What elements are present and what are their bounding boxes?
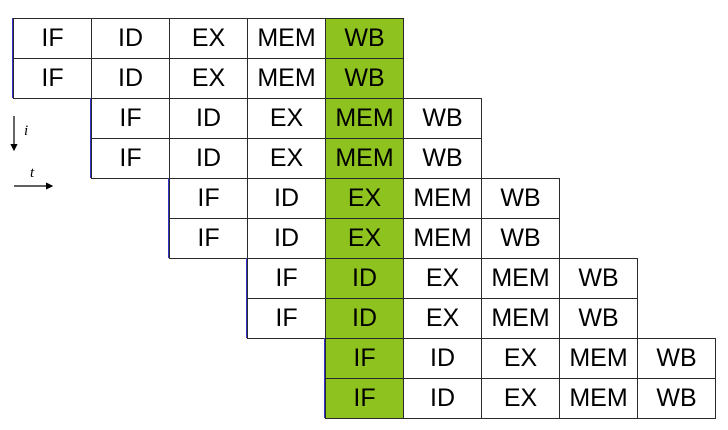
stage-cell-mem: MEM: [403, 178, 482, 219]
stage-cell-id: ID: [91, 58, 170, 99]
stage-cell-wb: WB: [559, 298, 638, 339]
stage-cell-mem: MEM: [559, 378, 638, 419]
stage-cell-mem: MEM: [247, 58, 326, 99]
stage-cell-wb: WB: [325, 58, 404, 99]
stage-cell-mem: MEM: [481, 298, 560, 339]
stage-cell-if: IF: [13, 18, 92, 59]
stage-cell-mem: MEM: [247, 18, 326, 59]
stage-cell-ex: EX: [247, 98, 326, 139]
stage-cell-if: IF: [91, 138, 170, 179]
stage-cell-id: ID: [169, 98, 248, 139]
stage-cell-mem: MEM: [325, 98, 404, 139]
stage-cell-mem: MEM: [325, 138, 404, 179]
stage-cell-if: IF: [247, 298, 326, 339]
stage-cell-ex: EX: [169, 58, 248, 99]
stage-cell-if: IF: [91, 98, 170, 139]
stage-cell-ex: EX: [325, 218, 404, 259]
stage-cell-id: ID: [325, 298, 404, 339]
stage-cell-mem: MEM: [481, 258, 560, 299]
stage-cell-if: IF: [169, 178, 248, 219]
horizontal-axis-label: t: [30, 165, 35, 181]
stage-cell-mem: MEM: [559, 338, 638, 379]
stage-cell-wb: WB: [403, 98, 482, 139]
stage-cell-if: IF: [169, 218, 248, 259]
stage-cell-wb: WB: [637, 378, 716, 419]
stage-cell-ex: EX: [403, 258, 482, 299]
stage-cell-wb: WB: [481, 178, 560, 219]
stage-cell-ex: EX: [169, 18, 248, 59]
stage-cell-if: IF: [325, 378, 404, 419]
stage-cell-ex: EX: [403, 298, 482, 339]
stage-cell-ex: EX: [481, 378, 560, 419]
stage-cell-id: ID: [403, 378, 482, 419]
stage-cell-ex: EX: [247, 138, 326, 179]
stage-cell-id: ID: [325, 258, 404, 299]
stage-cell-if: IF: [247, 258, 326, 299]
stage-cell-id: ID: [91, 18, 170, 59]
stage-cell-wb: WB: [481, 218, 560, 259]
stage-cell-wb: WB: [637, 338, 716, 379]
stage-cell-if: IF: [13, 58, 92, 99]
stage-cell-if: IF: [325, 338, 404, 379]
stage-cell-id: ID: [403, 338, 482, 379]
vertical-axis-label: i: [24, 123, 29, 139]
stage-cell-wb: WB: [403, 138, 482, 179]
stage-cell-id: ID: [247, 218, 326, 259]
stage-cell-mem: MEM: [403, 218, 482, 259]
stage-cell-wb: WB: [325, 18, 404, 59]
stage-cell-ex: EX: [325, 178, 404, 219]
stage-cell-wb: WB: [559, 258, 638, 299]
stage-cell-id: ID: [247, 178, 326, 219]
stage-cell-id: ID: [169, 138, 248, 179]
stage-cell-ex: EX: [481, 338, 560, 379]
